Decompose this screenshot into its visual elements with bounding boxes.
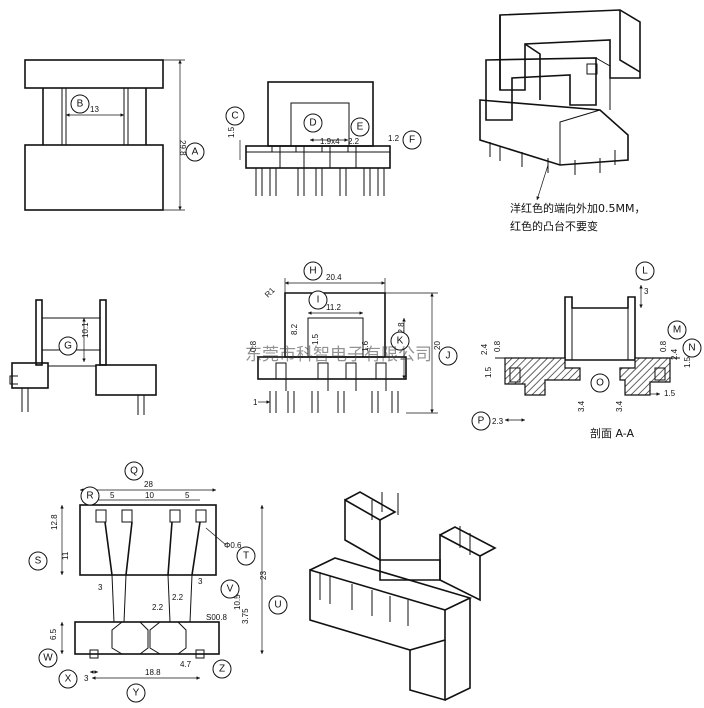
callout-f: F xyxy=(409,135,415,146)
bot-dim-3-c: 3 xyxy=(84,674,89,683)
section-label: 剖面 A-A xyxy=(590,426,635,440)
bot-dim-3-b: 3 xyxy=(198,577,203,586)
view-front: 1.5 1.9x4 2.2 1.2 xyxy=(227,81,400,196)
dim-8-2: 8.2 xyxy=(290,323,299,335)
sec-dim-0-8-a: 0.8 xyxy=(493,340,502,352)
bot-dim-18-8: 18.8 xyxy=(145,668,161,677)
bot-dim-3-a: 3 xyxy=(98,583,103,592)
sec-dim-3-4-a: 3.4 xyxy=(577,400,586,412)
view-isometric-top xyxy=(479,9,641,201)
bot-dim-3-75: 3.75 xyxy=(241,608,250,624)
bot-dim-4-7: 4.7 xyxy=(180,660,192,669)
watermark: 东莞市科智电子有限公司 xyxy=(245,345,432,365)
sec-dim-2-4-b: 2.4 xyxy=(670,348,679,360)
callout-v: V xyxy=(227,584,234,595)
callouts: B A C D E F G H I K J L M N O P Q R S xyxy=(28,94,702,703)
callout-e: E xyxy=(357,122,364,133)
view-bottom: 28 5 10 5 12.8 11 Φ0.6 3 3 2.2 2.2 10.5 … xyxy=(49,480,268,683)
dim-11-2: 11.2 xyxy=(326,303,342,312)
view-side-section: 10.1 xyxy=(9,299,157,415)
sec-dim-1-5-b: 1.5 xyxy=(484,366,493,378)
note-line-2: 红色的凸台不要变 xyxy=(510,219,598,233)
callout-j: J xyxy=(446,351,451,362)
callout-p: P xyxy=(478,416,485,427)
sec-dim-3: 3 xyxy=(644,287,649,296)
dim-1-6: 1.6 xyxy=(361,340,370,352)
dim-20-4: 20.4 xyxy=(326,273,342,282)
bot-dim-28: 28 xyxy=(144,480,153,489)
sec-dim-1-5-a: 1.5 xyxy=(683,356,692,368)
sec-dim-3-4-b: 3.4 xyxy=(615,400,624,412)
callout-i: I xyxy=(317,295,320,306)
bot-dim-5-b: 5 xyxy=(185,491,190,500)
bot-dim-10: 10 xyxy=(145,491,154,500)
bot-dim-s00-8: S00.8 xyxy=(206,613,227,622)
callout-h: H xyxy=(309,266,316,277)
callout-w: W xyxy=(43,653,53,664)
sec-dim-2-4: 2.4 xyxy=(480,343,489,355)
bot-dim-6-5: 6.5 xyxy=(49,628,58,640)
dim-1: 1 xyxy=(253,398,258,407)
note-line-1: 洋红色的端向外加0.5MM， xyxy=(510,201,645,215)
dim-1-5-b: 1.5 xyxy=(311,333,320,345)
bot-dim-23: 23 xyxy=(259,571,268,580)
callout-z: Z xyxy=(219,664,225,675)
sec-dim-2-3: 2.3 xyxy=(492,417,504,426)
sec-dim-0-8-b: 0.8 xyxy=(659,340,668,352)
dim-12-8: 12.8 xyxy=(397,322,406,338)
sec-dim-1-5-c: 1.5 xyxy=(664,389,676,398)
dim-1-2: 1.2 xyxy=(388,134,400,143)
dim-1-9x4: 1.9x4 xyxy=(320,137,340,146)
bot-dim-5-a: 5 xyxy=(110,491,115,500)
callout-q: Q xyxy=(130,466,138,477)
callout-c: C xyxy=(231,111,238,122)
callout-m: M xyxy=(673,325,681,336)
dim-0-8: 0.8 xyxy=(249,340,258,352)
dim-2-2: 2.2 xyxy=(348,137,360,146)
callout-r: R xyxy=(86,491,93,502)
dim-20: 20 xyxy=(433,341,442,350)
callout-x: X xyxy=(65,674,72,685)
view-front-dimensioned: 20.4 R1 11.2 12.8 20 8.2 1.5 0.8 1.6 1 xyxy=(249,273,442,414)
bot-dim-2-2-a: 2.2 xyxy=(152,603,164,612)
dim-29-8: 29.8 xyxy=(178,140,187,156)
callout-y: Y xyxy=(133,688,140,699)
callout-b: B xyxy=(77,99,84,110)
callout-n: N xyxy=(688,343,695,354)
callout-d: D xyxy=(309,118,316,129)
callout-t: T xyxy=(243,551,249,562)
bot-dim-12-8: 12.8 xyxy=(50,514,59,530)
callout-s: S xyxy=(35,556,42,567)
callout-u: U xyxy=(274,600,281,611)
view-section-a-a: 3 2.4 0.8 0.8 2.4 1.5 1.5 3.4 3.4 2.3 1.… xyxy=(480,285,692,426)
callout-g: G xyxy=(64,341,72,352)
dim-1-5: 1.5 xyxy=(227,126,236,138)
view-side-elevation: 13 29.8 xyxy=(24,59,187,211)
callout-k: K xyxy=(397,336,404,347)
dim-10-1: 10.1 xyxy=(81,322,90,338)
bot-dim-10-5: 10.5 xyxy=(233,594,242,610)
dim-13: 13 xyxy=(90,105,99,114)
callout-l: L xyxy=(642,266,648,277)
bot-dim-phi: Φ0.6 xyxy=(224,541,242,550)
callout-a: A xyxy=(192,147,199,158)
bot-dim-11: 11 xyxy=(61,551,70,560)
bot-dim-2-2-b: 2.2 xyxy=(172,593,184,602)
view-isometric-bottom xyxy=(309,491,497,702)
callout-o: O xyxy=(596,378,604,389)
dim-r1: R1 xyxy=(263,285,277,299)
